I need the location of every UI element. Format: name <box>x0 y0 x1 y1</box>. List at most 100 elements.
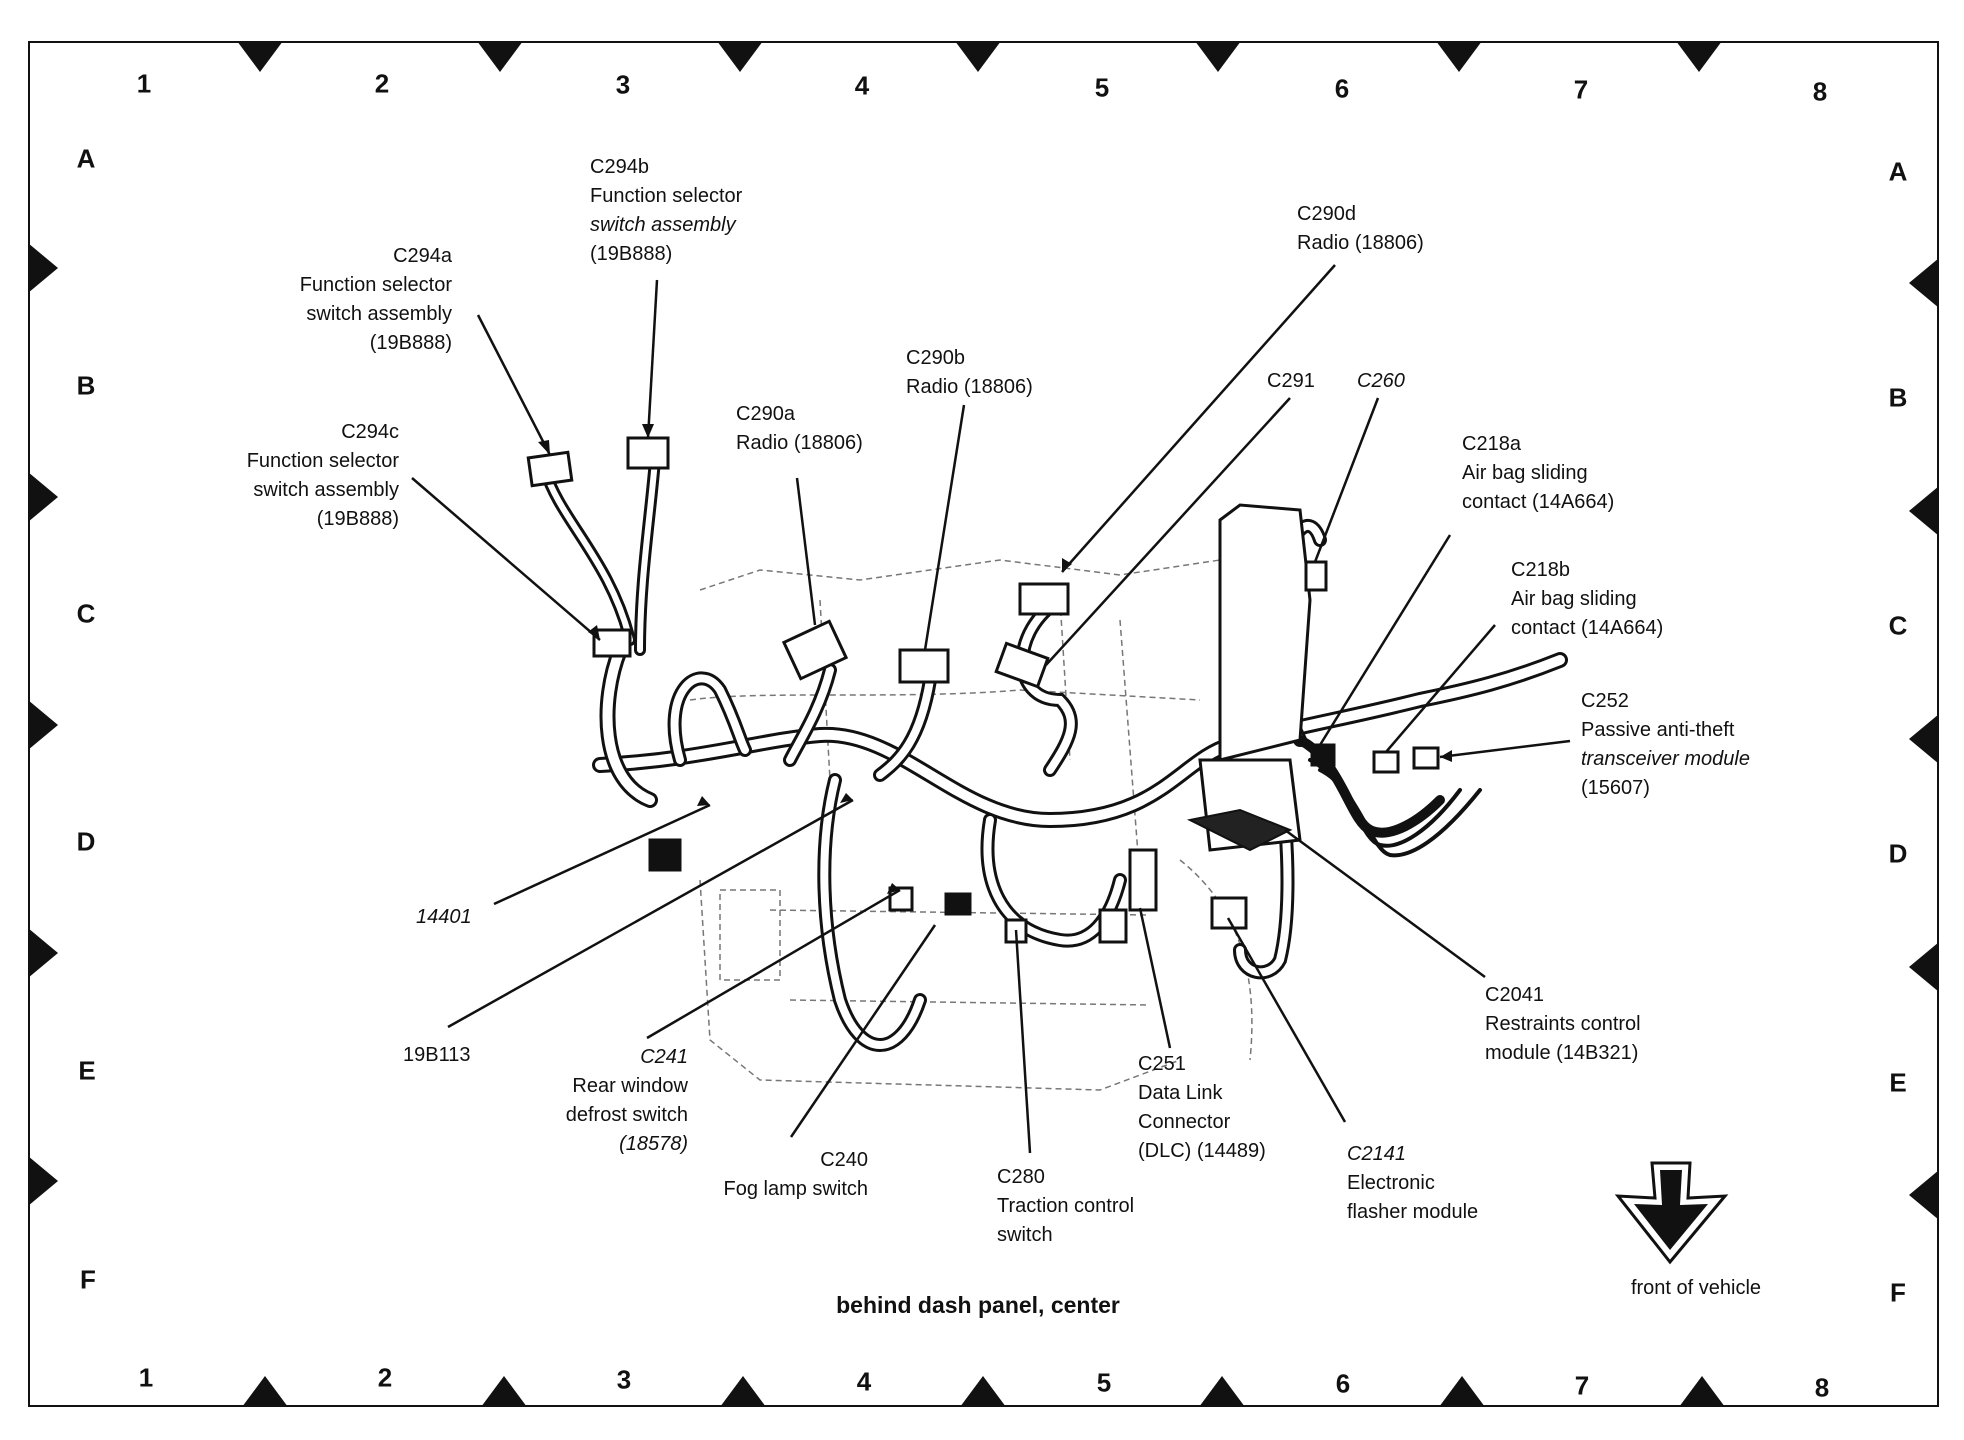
leader-c290a <box>795 477 817 626</box>
marker-top <box>1436 41 1482 72</box>
callout-line: (19B888) <box>369 332 452 354</box>
callout-line: switch <box>997 1224 1053 1246</box>
leader-c241 <box>646 888 901 1040</box>
callout-line: module (14B321) <box>1485 1042 1639 1064</box>
marker-right <box>1909 1170 1939 1220</box>
callout-line: Rear window <box>572 1075 688 1097</box>
grid-col-top: 1 <box>136 68 152 99</box>
grid-row-left: F <box>80 1264 96 1295</box>
grid-row-right: A <box>1888 156 1908 187</box>
connector-id: C218b <box>1511 559 1570 581</box>
callout-19b113: 19B113 <box>403 1041 470 1070</box>
marker-right <box>1909 486 1939 536</box>
connector-c2141 <box>1210 896 1248 930</box>
grid-col-bottom: 4 <box>856 1366 872 1397</box>
callout-line: (18578) <box>619 1133 688 1155</box>
connector-id: C294a <box>393 245 452 267</box>
marker-top <box>1676 41 1722 72</box>
grid-row-left: E <box>78 1055 96 1086</box>
marker-left <box>28 472 58 522</box>
callout-line: switch assembly <box>590 214 736 236</box>
callout-line: (19B888) <box>590 243 673 265</box>
leader-c291 <box>1045 397 1291 666</box>
connector-c240 <box>944 892 972 916</box>
connector-id: C294b <box>590 156 649 178</box>
callout-c294a: C294a Function selector switch assembly … <box>300 242 452 358</box>
callout-c280: C280 Traction control switch <box>997 1163 1134 1250</box>
marker-bottom <box>960 1376 1006 1407</box>
callout-line: Radio (18806) <box>736 432 863 454</box>
grid-col-top: 8 <box>1812 76 1828 107</box>
marker-right <box>1909 714 1939 764</box>
callout-line: Data Link <box>1138 1082 1223 1104</box>
leader-arrowheads <box>538 424 1452 894</box>
callout-c240: C240 Fog lamp switch <box>724 1146 869 1204</box>
callout-line: Function selector <box>590 185 743 207</box>
connector-id: C2041 <box>1485 984 1544 1006</box>
rcm-module <box>1186 808 1293 852</box>
connector-id: C294c <box>341 421 399 443</box>
connector-c260 <box>1304 560 1328 592</box>
callout-line: Air bag sliding <box>1462 462 1588 484</box>
callout-line: Fog lamp switch <box>723 1178 869 1200</box>
grid-row-left: B <box>76 370 96 401</box>
connector-c290d <box>1018 582 1070 616</box>
callout-line: Electronic <box>1347 1172 1435 1194</box>
callout-c291: C291 <box>1267 367 1315 396</box>
connector-id: C290a <box>736 403 795 425</box>
connector-c218a <box>1310 743 1336 767</box>
leader-c280 <box>1014 929 1032 1154</box>
callout-line: (15607) <box>1581 777 1650 799</box>
connector-id: C290b <box>906 347 965 369</box>
steering-column <box>1198 503 1312 852</box>
callout-line: defrost switch <box>565 1104 688 1126</box>
marker-top <box>237 41 283 72</box>
callout-c251: C251 Data Link Connector (DLC) (14489) <box>1138 1050 1266 1166</box>
grid-col-bottom: 1 <box>138 1362 154 1393</box>
connector-c252 <box>1412 746 1440 770</box>
connector-id: C290d <box>1297 203 1356 225</box>
harness-id: 14401 <box>416 906 472 928</box>
orientation-label: front of vehicle <box>1630 1277 1762 1299</box>
connector-c294c <box>592 628 632 658</box>
callout-c241: C241 Rear window defrost switch (18578) <box>566 1043 688 1159</box>
callout-line: Air bag sliding <box>1511 588 1637 610</box>
leader-c260 <box>1313 397 1380 563</box>
callout-line: Traction control <box>997 1195 1135 1217</box>
leader-c2041 <box>1284 828 1486 979</box>
connector-id: C251 <box>1138 1053 1186 1075</box>
connector-c290b <box>898 648 950 684</box>
grid-col-top: 2 <box>374 68 390 99</box>
callout-c290b: C290b Radio (18806) <box>906 344 1033 402</box>
connector-c218b <box>1372 750 1400 774</box>
callout-line: Radio (18806) <box>906 376 1033 398</box>
connector-id: C218a <box>1462 433 1521 455</box>
callout-c260: C260 <box>1357 367 1405 396</box>
marker-left <box>28 1156 58 1206</box>
grid-col-top: 4 <box>854 70 870 101</box>
callout-c294c: C294c Function selector switch assembly … <box>247 418 399 534</box>
callout-14401: 14401 <box>416 903 472 932</box>
marker-left <box>28 928 58 978</box>
grid-col-bottom: 6 <box>1335 1368 1351 1399</box>
connector-dark-left <box>648 838 682 872</box>
callout-line: Passive anti-theft <box>1581 719 1735 741</box>
grid-row-left: D <box>76 826 96 857</box>
grid-row-left: A <box>76 143 96 174</box>
connector-c251 <box>1128 848 1158 912</box>
callout-c290d: C290d Radio (18806) <box>1297 200 1424 258</box>
callout-line: Function selector <box>299 274 452 296</box>
connector-c251b <box>1098 908 1128 944</box>
callout-c252: C252 Passive anti-theft transceiver modu… <box>1581 687 1750 803</box>
grid-row-right: C <box>1888 610 1908 641</box>
callout-c218b: C218b Air bag sliding contact (14A664) <box>1511 556 1663 643</box>
marker-left <box>28 243 58 293</box>
connector-id: C260 <box>1357 370 1405 392</box>
marker-bottom <box>720 1376 766 1407</box>
marker-right <box>1909 942 1939 992</box>
grid-row-right: F <box>1890 1277 1906 1308</box>
leader-c290d <box>1061 264 1336 573</box>
leader-c294a <box>476 314 552 456</box>
connector-c294b <box>626 436 670 470</box>
